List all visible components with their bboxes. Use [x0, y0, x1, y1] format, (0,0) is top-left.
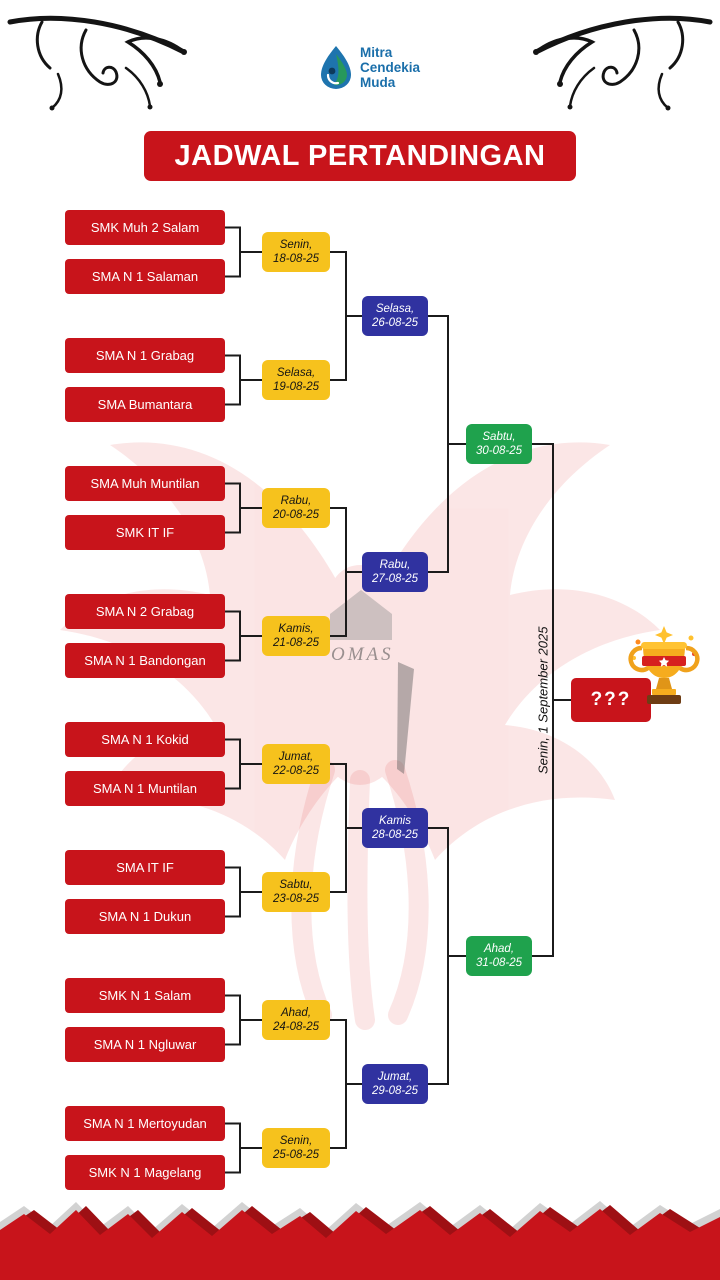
final-date-note: Senin, 1 September 2025 — [535, 626, 551, 774]
team-box-4: SMA Bumantara — [65, 387, 225, 422]
semifinal-date-1: Sabtu, 30-08-25 — [466, 424, 532, 464]
match-day: Ahad, — [483, 943, 515, 955]
match-day: Jumat, — [377, 1071, 413, 1083]
match-day: Senin, — [279, 239, 313, 251]
team-box-1: SMK Muh 2 Salam — [65, 210, 225, 245]
round1-date-4: Kamis, 21-08-25 — [262, 616, 330, 656]
match-date: 28-08-25 — [371, 829, 419, 841]
team-box-15: SMA N 1 Mertoyudan — [65, 1106, 225, 1141]
semifinal-date-2: Ahad, 31-08-25 — [466, 936, 532, 976]
round2-date-3: Kamis 28-08-25 — [362, 808, 428, 848]
logo-line-2: Cendekia — [360, 59, 421, 75]
match-day: Selasa, — [276, 367, 316, 379]
match-date: 31-08-25 — [475, 957, 523, 969]
team-box-11: SMA IT IF — [65, 850, 225, 885]
match-day: Senin, — [279, 1135, 313, 1147]
match-day: Rabu, — [379, 559, 411, 571]
match-day: Jumat, — [278, 751, 314, 763]
round1-date-1: Senin, 18-08-25 — [262, 232, 330, 272]
logo-wordmark: Mitra Cendekia Muda — [360, 45, 420, 90]
watermark-text: OMAS — [331, 644, 394, 665]
round2-date-2: Rabu, 27-08-25 — [362, 552, 428, 592]
round1-date-2: Selasa, 19-08-25 — [262, 360, 330, 400]
logo-line-3: Muda — [360, 74, 396, 90]
team-box-12: SMA N 1 Dukun — [65, 899, 225, 934]
round1-date-6: Sabtu, 23-08-25 — [262, 872, 330, 912]
match-date: 29-08-25 — [371, 1085, 419, 1097]
round2-date-4: Jumat, 29-08-25 — [362, 1064, 428, 1104]
match-date: 24-08-25 — [272, 1021, 320, 1033]
trophy-icon — [628, 626, 700, 704]
match-day: Kamis, — [278, 623, 314, 635]
team-box-16: SMK N 1 Magelang — [65, 1155, 225, 1190]
team-box-7: SMA N 2 Grabag — [65, 594, 225, 629]
match-date: 18-08-25 — [272, 253, 320, 265]
match-date: 23-08-25 — [272, 893, 320, 905]
round1-date-8: Senin, 25-08-25 — [262, 1128, 330, 1168]
match-date: 25-08-25 — [272, 1149, 320, 1161]
logo: Mitra Cendekia Muda — [318, 44, 420, 90]
match-date: 27-08-25 — [371, 573, 419, 585]
match-date: 30-08-25 — [475, 445, 523, 457]
torn-paper-edge — [0, 1201, 720, 1280]
logo-drop-icon — [321, 46, 351, 89]
match-day: Kamis — [379, 815, 411, 827]
match-date: 21-08-25 — [272, 637, 320, 649]
match-day: Rabu, — [280, 495, 312, 507]
round1-date-7: Ahad, 24-08-25 — [262, 1000, 330, 1040]
match-day: Selasa, — [375, 303, 415, 315]
team-box-5: SMA Muh Muntilan — [65, 466, 225, 501]
team-box-10: SMA N 1 Muntilan — [65, 771, 225, 806]
team-box-13: SMK N 1 Salam — [65, 978, 225, 1013]
corner-flourish-right — [533, 15, 713, 111]
team-box-6: SMK IT IF — [65, 515, 225, 550]
team-box-3: SMA N 1 Grabag — [65, 338, 225, 373]
corner-flourish-left — [7, 15, 187, 111]
match-day: Sabtu, — [279, 879, 313, 891]
match-date: 22-08-25 — [272, 765, 320, 777]
match-date: 20-08-25 — [272, 509, 320, 521]
team-box-14: SMA N 1 Ngluwar — [65, 1027, 225, 1062]
team-box-8: SMA N 1 Bandongan — [65, 643, 225, 678]
team-box-2: SMA N 1 Salaman — [65, 259, 225, 294]
round1-date-3: Rabu, 20-08-25 — [262, 488, 330, 528]
page-title: JADWAL PERTANDINGAN — [144, 131, 576, 181]
match-day: Ahad, — [280, 1007, 312, 1019]
team-box-9: SMA N 1 Kokid — [65, 722, 225, 757]
round2-date-1: Selasa, 26-08-25 — [362, 296, 428, 336]
match-date: 26-08-25 — [371, 317, 419, 329]
match-day: Sabtu, — [482, 431, 516, 443]
round1-date-5: Jumat, 22-08-25 — [262, 744, 330, 784]
logo-line-1: Mitra — [360, 44, 393, 60]
final-winner-box: ??? — [571, 678, 651, 722]
match-date: 19-08-25 — [272, 381, 320, 393]
